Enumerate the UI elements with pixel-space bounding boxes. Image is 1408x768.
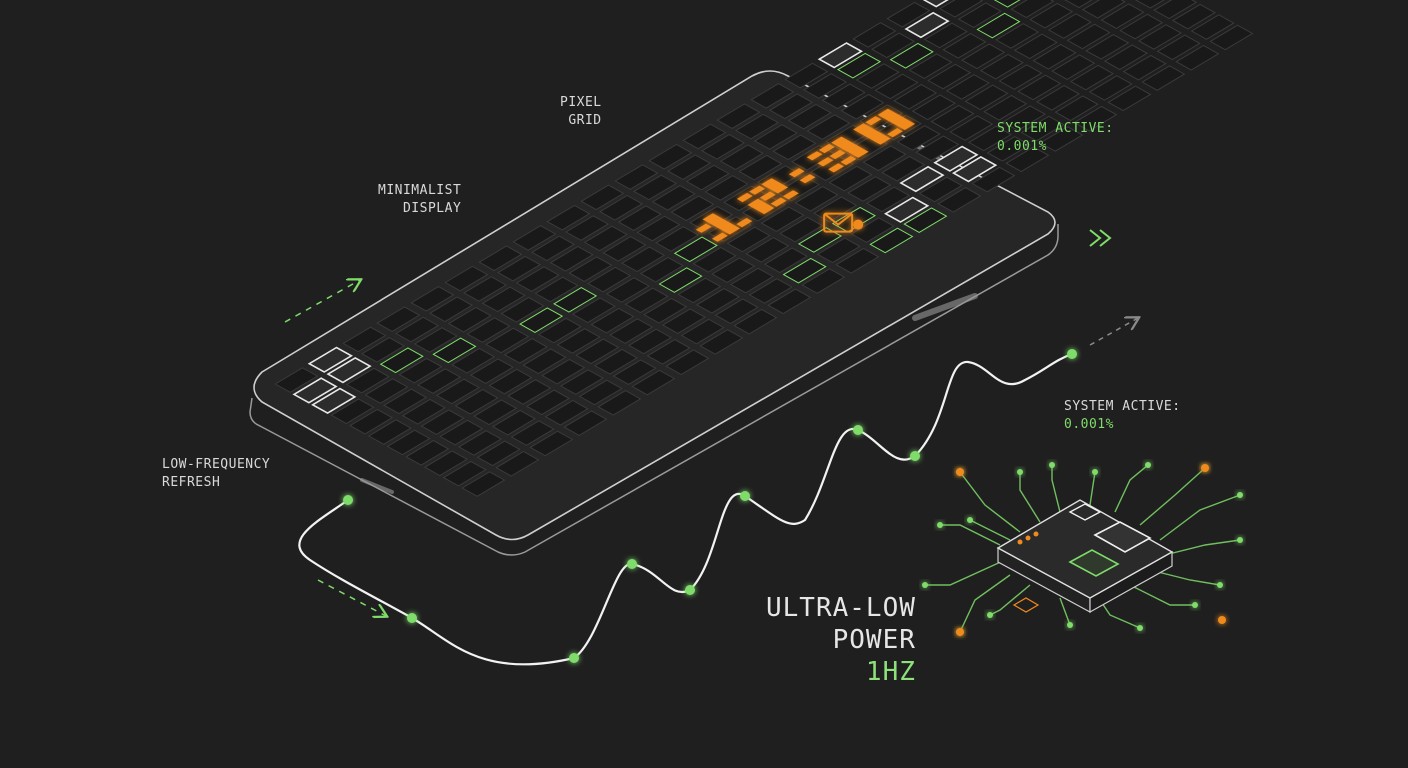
trace-endpoint: [922, 582, 928, 588]
trace-endpoint: [967, 517, 973, 523]
trace-endpoint-orange: [956, 468, 964, 476]
circuit-trace: [960, 472, 1020, 532]
wave-node: [407, 613, 417, 623]
wave-node: [910, 451, 920, 461]
trace-endpoint: [1192, 602, 1198, 608]
trace-endpoint: [1067, 622, 1073, 628]
minimalist-display-label: MINIMALISTDISPLAY: [378, 182, 461, 218]
wave-node: [1067, 349, 1077, 359]
trace-endpoint: [1237, 492, 1243, 498]
wave-node: [569, 653, 579, 663]
arrow-up-right: [285, 280, 360, 322]
trace-endpoint: [1145, 462, 1151, 468]
trace-endpoint: [1092, 469, 1098, 475]
circuit-trace: [940, 525, 1000, 545]
trace-endpoint: [1237, 537, 1243, 543]
circuit-trace: [1052, 465, 1060, 512]
circuit-trace: [1060, 598, 1070, 625]
circuit-trace: [1160, 495, 1240, 540]
circuit-trace: [960, 575, 1010, 632]
chip-top: [998, 500, 1172, 598]
circuit-trace: [1100, 600, 1140, 628]
wave-node: [740, 491, 750, 501]
trace-endpoint-orange: [1201, 464, 1209, 472]
trace-endpoint: [1049, 462, 1055, 468]
circuit-trace: [970, 520, 1010, 540]
circuit-trace: [1140, 468, 1205, 525]
circuit-trace: [1165, 540, 1240, 555]
pixel-grid-label: PIXELGRID: [560, 94, 602, 130]
system-active-label-top: SYSTEM ACTIVE:0.001%: [997, 120, 1114, 156]
trace-endpoint: [937, 522, 943, 528]
wave-node: [853, 425, 863, 435]
trace-endpoint-orange: [1218, 616, 1226, 624]
circuit-trace: [1130, 585, 1195, 605]
trace-endpoint: [1137, 625, 1143, 631]
double-chevron-icon: [1090, 230, 1110, 246]
notification-dot: [853, 220, 863, 230]
chip-marker-orange: [1014, 598, 1038, 612]
phone-body: [250, 0, 1252, 555]
circuit-trace: [1020, 472, 1040, 522]
chip-pad-orange: [1026, 536, 1031, 541]
circuit-trace: [1090, 472, 1095, 505]
trace-endpoint: [1217, 582, 1223, 588]
wave-node: [685, 585, 695, 595]
trace-endpoint: [987, 612, 993, 618]
arrow-out-gray: [1090, 318, 1138, 345]
chip-pad-orange: [1034, 532, 1039, 537]
trace-endpoint: [1017, 469, 1023, 475]
processor-chip: [922, 462, 1243, 636]
system-active-label-mid: SYSTEM ACTIVE:0.001%: [1064, 398, 1181, 434]
ultra-low-power-headline: ULTRA-LOWPOWER1HZ: [766, 592, 916, 688]
port-slot: [362, 480, 392, 492]
wave-node: [343, 495, 353, 505]
chip-pad-orange: [1018, 540, 1023, 545]
wave-node: [627, 559, 637, 569]
circuit-trace: [925, 560, 1005, 585]
low-frequency-refresh-label: LOW-FREQUENCYREFRESH: [162, 456, 270, 492]
circuit-trace: [1115, 465, 1148, 512]
trace-endpoint-orange: [956, 628, 964, 636]
